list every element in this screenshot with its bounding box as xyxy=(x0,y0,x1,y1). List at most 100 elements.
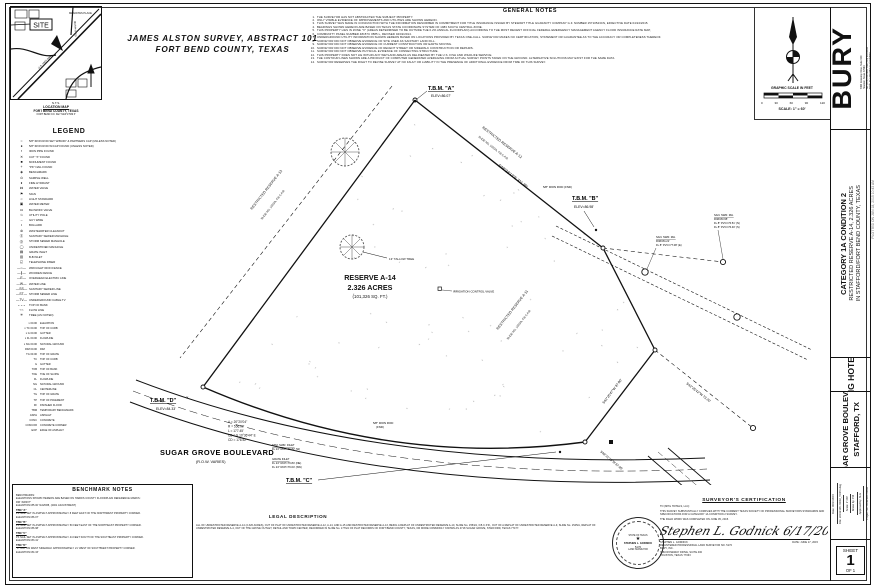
curve-chord-distance: CD = 176.52' xyxy=(228,438,247,442)
legend-symbol-icon: ● xyxy=(20,143,23,148)
general-note-text: SURVEYOR DID NOT OBSERVE EVIDENCE OF SIT… xyxy=(317,38,436,43)
legal-body: ALL OF UNRESTRICTED RESERVE A-14 (2.326 … xyxy=(196,524,596,531)
iron-rod-1: 5/8" IRON ROD (FND) xyxy=(543,185,572,189)
legend-symbol-icon: ☼ xyxy=(19,196,24,201)
category-cell: CATEGORY 1A CONDITION 2 RESTRICTED RESER… xyxy=(831,130,870,358)
tbm-b: T.B.M. "B" ELEV=86.98' xyxy=(572,196,599,232)
seal-inner-ring xyxy=(616,521,660,565)
spot-elevation-mark: × xyxy=(562,349,565,353)
legend-symbol-icon: ♦ xyxy=(20,181,23,186)
sanitary-mh-callout-1: SAN. SWR. MH. RIM=84.21' FL 8" PVC=77.08… xyxy=(646,235,682,270)
general-note-text: COMMUNITY PANEL NUMBER 48157C 0585 L, RE… xyxy=(317,31,412,36)
scale-bar xyxy=(763,92,823,99)
adj-top-2: SLIDE NO. 1553/A, F.B.C.P.R. xyxy=(477,135,509,162)
general-note: 4.BEARINGS SHOWN HEREON ARE BASED ON TEX… xyxy=(308,25,752,29)
legend-item: ☼LIGHT STANDARD xyxy=(14,196,142,201)
spot-elevation-mark: × xyxy=(489,323,493,327)
benchmark-tbm-entry: TBM "B"PK NAIL SET IN ASPHALT APPROXIMAT… xyxy=(16,521,189,531)
spot-elevation-mark: × xyxy=(502,384,505,388)
tbm-c-label: T.B.M. "C" xyxy=(286,478,313,484)
graphic-scale-label: GRAPHIC SCALE IN FEET xyxy=(770,86,813,90)
spot-elevation-mark: × xyxy=(544,236,548,240)
legend-item-label: UNIDENTIFIED MANHOLE xyxy=(29,244,64,249)
spot-elevation-mark: × xyxy=(588,395,591,399)
adjacent-reserve-labels: RESTRICTED RESERVE A-13 SLIDE NO. 1553/A… xyxy=(250,126,533,341)
legend-abbrev-key: EOP xyxy=(31,429,37,433)
spot-elevation-mark: × xyxy=(622,300,625,304)
spot-elevation-mark: × xyxy=(472,399,475,403)
survey-title-line2: FORT BEND COUNTY, TEXAS xyxy=(155,45,290,55)
inlet-box xyxy=(609,440,613,444)
spot-elevation-marks: ××××××××××××××××××××××××××××××××××××××××… xyxy=(238,123,638,434)
tick-120: 120 xyxy=(819,101,825,105)
legend-symbol-icon: ○ xyxy=(20,138,23,143)
spot-elevation-mark: × xyxy=(501,382,505,386)
legend-symbol-icon: —ST— xyxy=(15,292,28,297)
tick-90: 90 xyxy=(804,101,809,105)
spot-elevation-mark: × xyxy=(538,215,540,219)
legend-abbrev-key: G xyxy=(34,362,37,366)
legend-abbrev-key: FF xyxy=(33,403,37,407)
legend-symbol-icon: —SS— xyxy=(15,286,28,291)
spot-elevation-mark: × xyxy=(445,252,447,256)
legend-abbrev-label: TOP OF PAVEMENT xyxy=(40,398,65,402)
legend-item: —TV—UNDERGROUND CABLE TV xyxy=(14,297,142,302)
general-notes: GENERAL NOTES 1.THE SURVEYOR HAS NOT ABS… xyxy=(308,8,752,64)
spot-elevation-mark: × xyxy=(462,315,465,319)
certification-address: 7060 ROSEWAY DRIVE, SUITE 400 xyxy=(660,550,703,554)
legend-item: ✳TREE (AS NOTED) xyxy=(14,313,142,318)
mh1-line2: RIM=84.21' xyxy=(656,239,670,243)
inlet2-line1: GRATE INLET xyxy=(272,457,290,461)
general-note-text: THE SURVEYOR HAS NOT ABSTRACTED THE SUBJ… xyxy=(317,14,414,19)
legend-item: ▪IRON PIPE FOUND xyxy=(14,149,142,154)
spot-elevation-mark: × xyxy=(483,193,486,197)
spot-elevation-mark: × xyxy=(392,207,394,211)
survey-title: JAMES ALSTON SURVEY, ABSTRACT 101 FORT B… xyxy=(120,33,325,55)
mh2-line2: RIM=83.95' xyxy=(714,217,728,221)
general-note-text: SURVEYOR DID NOT OBSERVE EVIDENCE OF CUR… xyxy=(317,42,453,47)
general-note-text: THIS SURVEY WAS MADE IN CONJUNCTION WITH… xyxy=(317,21,649,26)
general-note-number: 6. xyxy=(312,31,315,36)
general-note: 13.THE CONTOUR LINES SHOWN ARE A PRODUCT… xyxy=(308,56,752,60)
grate-inlet-callout: GRATE INLET FL 24" RCP=76.84' (NE) FL 24… xyxy=(272,457,302,469)
legend-item-label: 5/8" IRON ROD SET W/BURY & PARTNERS CAP … xyxy=(29,138,116,143)
spot-elevation-mark: × xyxy=(553,259,555,263)
benchmark-tbm-body: PK NAIL SET IN ASPHALT APPROXIMATELY 8 F… xyxy=(16,512,141,516)
spot-elevation-mark: × xyxy=(418,342,421,346)
legend-symbol-icon: ◘ xyxy=(20,207,23,212)
general-note: 12.THIS PROPERTY DOES NOT LIE WITHIN ANY… xyxy=(308,53,752,57)
legend-abbrev-key: x FL 00.00 xyxy=(24,337,37,341)
location-map: SITE MEADOWS PLACE U.S. HWY 90A MURPHY R… xyxy=(10,6,102,100)
adj-right-1: RESTRICTED RESERVE A-11 xyxy=(496,289,529,330)
legend-item: ⍉UTILITY POLE xyxy=(14,212,142,217)
scale-text: SCALE: 1" = 60' xyxy=(778,107,806,111)
general-note-number: 1. xyxy=(312,14,315,19)
benchmark-tbm-body: PK NAIL SET IN ASPHALT APPROXIMATELY 44 … xyxy=(16,535,144,539)
benchmark-tbm-entry: TBM "A"PK NAIL SET IN ASPHALT APPROXIMAT… xyxy=(16,509,189,519)
benchmark-tbm-body: PK NAIL SET IN ASPHALT APPROXIMATELY 50 … xyxy=(16,524,142,527)
surveyor-signature: Stephen L. Godnick 6/17/2015 xyxy=(660,523,828,538)
legend-symbol-icon: ■ xyxy=(20,159,23,164)
spot-elevation-mark: × xyxy=(636,345,639,349)
legend-abbrev-label: NATURAL GROUND xyxy=(40,383,65,387)
drawing-info-row: Project No.: B012135-70002 xyxy=(863,486,870,521)
benchmark-intro-3: RM "AW037" xyxy=(16,500,31,504)
legend-symbol-icon: —E— xyxy=(16,276,27,281)
spot-elevation-mark: × xyxy=(372,222,375,226)
legend-item-label: BOLLARD xyxy=(29,223,43,228)
legend-item: —∥—WOODEN FENCE xyxy=(14,270,142,275)
spot-elevation-mark: × xyxy=(308,359,311,363)
benchmark-tbm-elevation: ELEVATION=86.98' xyxy=(16,527,39,531)
spot-elevation-mark: × xyxy=(481,358,484,362)
legend-abbrev-key: ASPH xyxy=(29,413,37,417)
legend-item-label: WOODEN FENCE xyxy=(29,271,53,276)
project-city: STAFFORD, TX xyxy=(851,402,861,457)
legend-item: —E—OVERHEAD ELECTRIC LINE xyxy=(14,276,142,281)
surveyor-seal: STATE OF TEXAS ★ STEPHEN L. GODNICK 5170… xyxy=(612,517,664,569)
legend-item: ⊚WASTEWATER CLEANOUT xyxy=(14,228,142,233)
benchmark-tbm-elevation: ELEVATION=86.07' xyxy=(16,515,39,519)
spot-elevation-mark: × xyxy=(471,154,474,158)
